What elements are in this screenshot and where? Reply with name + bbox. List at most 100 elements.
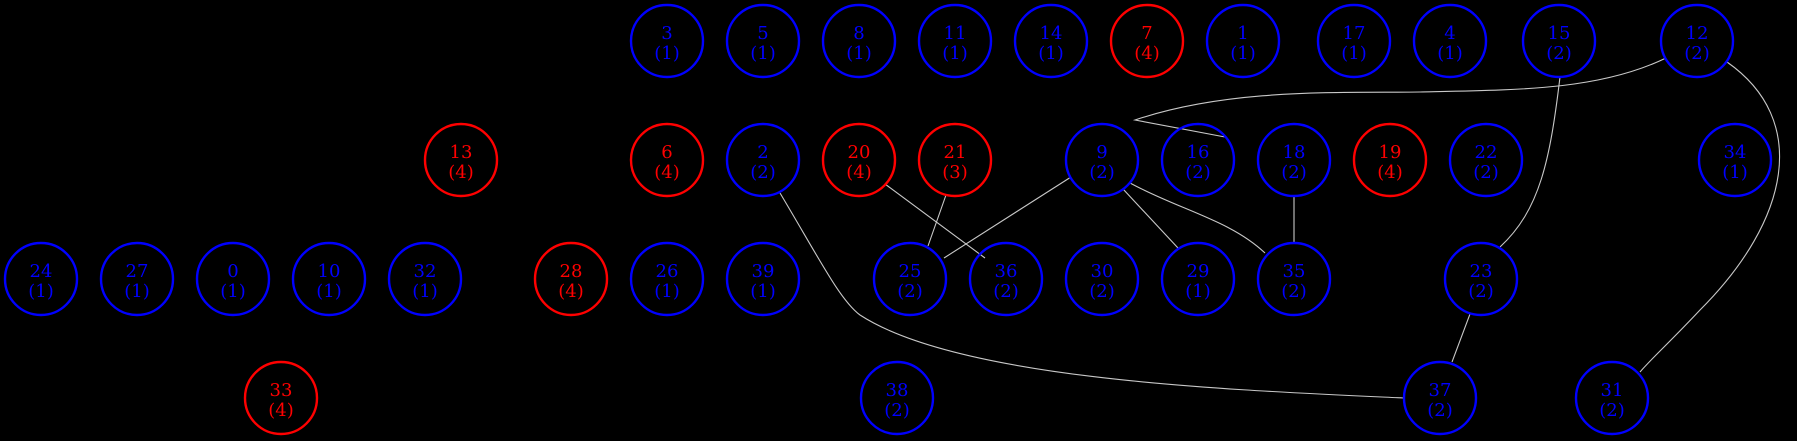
node-id-label: 1 bbox=[1237, 23, 1248, 44]
node-13: 13(4) bbox=[423, 122, 499, 198]
node-28: 28(4) bbox=[533, 241, 609, 317]
node-39: 39(1) bbox=[725, 241, 801, 317]
node-count-label: (4) bbox=[654, 162, 680, 183]
node-id-label: 39 bbox=[752, 261, 775, 282]
node-9: 9(2) bbox=[1064, 122, 1140, 198]
node-circle bbox=[243, 360, 319, 436]
edge-12-16 bbox=[1132, 57, 1667, 138]
node-count-label: (1) bbox=[124, 281, 150, 302]
node-count-label: (2) bbox=[1089, 162, 1115, 183]
node-22: 22(2) bbox=[1448, 122, 1524, 198]
node-count-label: (2) bbox=[884, 400, 910, 421]
node-circle bbox=[1697, 122, 1773, 198]
node-id-label: 14 bbox=[1040, 23, 1063, 44]
node-count-label: (1) bbox=[1341, 43, 1367, 64]
node-35: 35(2) bbox=[1256, 241, 1332, 317]
node-2: 2(2) bbox=[725, 122, 801, 198]
node-id-label: 18 bbox=[1283, 142, 1306, 163]
node-circle bbox=[968, 241, 1044, 317]
node-37: 37(2) bbox=[1402, 360, 1478, 436]
node-30: 30(2) bbox=[1064, 241, 1140, 317]
node-10: 10(1) bbox=[291, 241, 367, 317]
node-count-label: (2) bbox=[750, 162, 776, 183]
node-id-label: 7 bbox=[1141, 23, 1152, 44]
node-id-label: 0 bbox=[227, 261, 238, 282]
node-1: 1(1) bbox=[1205, 3, 1281, 79]
node-id-label: 2 bbox=[757, 142, 768, 163]
node-id-label: 16 bbox=[1187, 142, 1210, 163]
node-id-label: 13 bbox=[450, 142, 473, 163]
node-circle bbox=[1402, 360, 1478, 436]
node-25: 25(2) bbox=[872, 241, 948, 317]
node-circle bbox=[1160, 241, 1236, 317]
node-circle bbox=[1109, 3, 1185, 79]
node-7: 7(4) bbox=[1109, 3, 1185, 79]
node-count-label: (1) bbox=[1038, 43, 1064, 64]
node-id-label: 6 bbox=[661, 142, 672, 163]
node-circle bbox=[725, 122, 801, 198]
node-circle bbox=[1412, 3, 1488, 79]
node-count-label: (2) bbox=[1281, 281, 1307, 302]
node-circle bbox=[1316, 3, 1392, 79]
node-count-label: (1) bbox=[28, 281, 54, 302]
node-count-label: (1) bbox=[750, 43, 776, 64]
node-count-label: (2) bbox=[1089, 281, 1115, 302]
node-3: 3(1) bbox=[629, 3, 705, 79]
node-circle bbox=[1064, 122, 1140, 198]
node-id-label: 27 bbox=[126, 261, 149, 282]
node-circle bbox=[629, 122, 705, 198]
node-36: 36(2) bbox=[968, 241, 1044, 317]
node-count-label: (2) bbox=[1473, 162, 1499, 183]
node-17: 17(1) bbox=[1316, 3, 1392, 79]
node-id-label: 33 bbox=[270, 380, 293, 401]
node-38: 38(2) bbox=[859, 360, 935, 436]
node-circle bbox=[917, 122, 993, 198]
node-5: 5(1) bbox=[725, 3, 801, 79]
node-26: 26(1) bbox=[629, 241, 705, 317]
node-4: 4(1) bbox=[1412, 3, 1488, 79]
node-29: 29(1) bbox=[1160, 241, 1236, 317]
node-id-label: 31 bbox=[1601, 380, 1624, 401]
node-33: 33(4) bbox=[243, 360, 319, 436]
node-count-label: (1) bbox=[1230, 43, 1256, 64]
node-20: 20(4) bbox=[821, 122, 897, 198]
node-id-label: 20 bbox=[848, 142, 871, 163]
node-0: 0(1) bbox=[195, 241, 271, 317]
node-count-label: (2) bbox=[1427, 400, 1453, 421]
node-count-label: (3) bbox=[942, 162, 968, 183]
node-circle bbox=[291, 241, 367, 317]
node-id-label: 21 bbox=[944, 142, 967, 163]
node-12: 12(2) bbox=[1659, 3, 1735, 79]
edge-21-25 bbox=[927, 194, 947, 247]
edge-15-23 bbox=[1499, 76, 1561, 248]
node-8: 8(1) bbox=[821, 3, 897, 79]
edge-9-35 bbox=[1129, 182, 1266, 254]
node-id-label: 9 bbox=[1096, 142, 1107, 163]
node-id-label: 3 bbox=[661, 23, 672, 44]
node-circle bbox=[3, 241, 79, 317]
node-circle bbox=[1256, 122, 1332, 198]
node-circle bbox=[387, 241, 463, 317]
node-id-label: 37 bbox=[1429, 380, 1452, 401]
node-id-label: 35 bbox=[1283, 261, 1306, 282]
node-count-label: (1) bbox=[412, 281, 438, 302]
edge-9-29 bbox=[1122, 188, 1179, 249]
node-id-label: 4 bbox=[1444, 23, 1455, 44]
node-24: 24(1) bbox=[3, 241, 79, 317]
node-count-label: (2) bbox=[1468, 281, 1494, 302]
node-id-label: 29 bbox=[1187, 261, 1210, 282]
node-count-label: (4) bbox=[268, 400, 294, 421]
node-circle bbox=[725, 3, 801, 79]
node-count-label: (1) bbox=[1722, 162, 1748, 183]
node-id-label: 38 bbox=[886, 380, 909, 401]
node-layer: 3(1)5(1)8(1)11(1)14(1)7(4)1(1)17(1)4(1)1… bbox=[3, 3, 1773, 436]
node-circle bbox=[195, 241, 271, 317]
node-circle bbox=[1205, 3, 1281, 79]
edge-20-36 bbox=[884, 183, 986, 259]
edge-9-25 bbox=[943, 176, 1072, 259]
node-count-label: (2) bbox=[897, 281, 923, 302]
node-34: 34(1) bbox=[1697, 122, 1773, 198]
node-circle bbox=[1448, 122, 1524, 198]
